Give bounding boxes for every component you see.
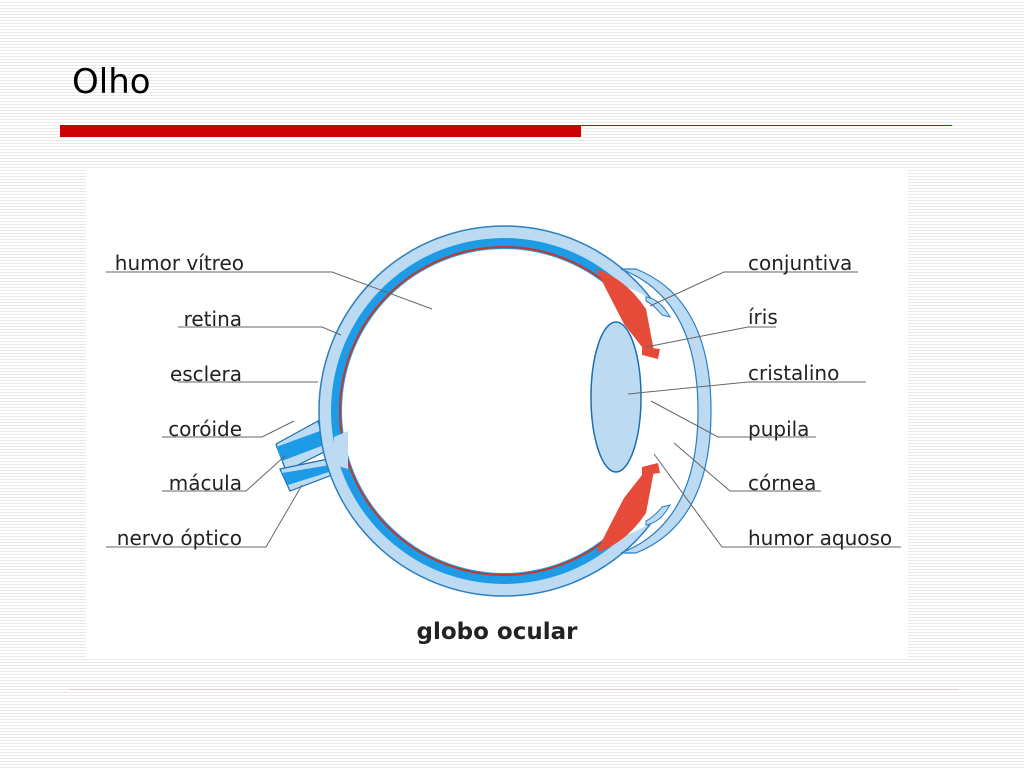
label-iris: íris: [748, 305, 778, 329]
leader-lines-left: [106, 271, 433, 548]
diagram-caption: globo ocular: [416, 619, 578, 645]
iris-tip-lower: [642, 463, 660, 475]
iris-tip-upper: [642, 347, 660, 359]
iris-upper: [596, 269, 654, 351]
optic-disc: [334, 431, 348, 469]
label-coroide: coróide: [168, 417, 242, 441]
label-cornea: córnea: [748, 471, 817, 495]
vitreous-humor: [342, 249, 666, 573]
label-humor-aquoso: humor aquoso: [748, 526, 893, 550]
optic-nerve: [275, 420, 333, 492]
label-conjuntiva: conjuntiva: [748, 251, 853, 275]
footer-rule: [68, 689, 958, 690]
label-retina: retina: [183, 307, 242, 331]
label-pupila: pupila: [748, 417, 810, 441]
eye-diagram: [106, 225, 901, 597]
iris-lower: [596, 471, 654, 553]
leader-lines-right: [627, 271, 901, 548]
label-nervo-optico: nervo óptico: [116, 526, 242, 550]
cornea: [620, 268, 712, 554]
label-macula: mácula: [168, 471, 242, 495]
conjunctiva: [645, 296, 671, 318]
lens: [590, 321, 642, 473]
title-underline-thin: [581, 125, 952, 126]
slide-title: Olho: [72, 62, 151, 102]
title-underline-thick: [60, 125, 581, 137]
label-cristalino: cristalino: [748, 361, 840, 385]
label-esclera: esclera: [169, 362, 242, 386]
eye-diagram-panel: humor vítreo retina esclera coróide mácu…: [86, 169, 908, 657]
conjunctiva-lower: [645, 504, 671, 526]
label-humor-vitreo: humor vítreo: [114, 251, 244, 275]
